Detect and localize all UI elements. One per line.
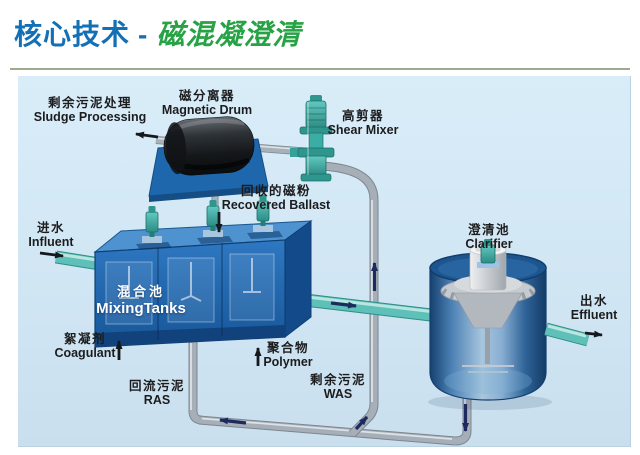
clarifier-en: Clarifier <box>465 237 513 252</box>
arrow-effluent-out <box>584 330 603 338</box>
coagulant-zh: 絮凝剂 <box>63 332 107 346</box>
flow-arrow-ras-left <box>219 417 247 425</box>
clarifier-motor <box>477 239 499 268</box>
magnetic-drum-zh: 磁分离器 <box>178 89 236 103</box>
label-ras: 回流污泥 RAS <box>129 379 185 408</box>
recovered-ballast-en: Recovered Ballast <box>221 198 331 213</box>
label-sludge-processing: 剩余污泥处理 Sludge Processing <box>34 96 147 125</box>
was-zh: 剩余污泥 <box>309 373 367 387</box>
pipe-effluent <box>544 322 590 347</box>
polymer-en: Polymer <box>263 355 313 370</box>
magnetic-drum <box>163 116 255 176</box>
label-coagulant: 絮凝剂 Coagulant <box>54 332 115 361</box>
shear-mixer <box>290 95 335 182</box>
ras-zh: 回流污泥 <box>128 379 186 393</box>
was-en: WAS <box>323 387 353 402</box>
label-mixing-tanks: 混合池 MixingTanks <box>96 284 186 317</box>
mixer-2 <box>203 200 223 237</box>
arrow-influent-in <box>39 251 64 259</box>
title-separator: - <box>138 19 149 50</box>
mixing-tanks-en: MixingTanks <box>96 299 186 317</box>
clarifier-zh: 澄清池 <box>467 223 510 237</box>
flow-arrow-to-clarifier <box>330 301 357 309</box>
magnetic-drum-en: Magnetic Drum <box>161 103 253 118</box>
flow-arrow-was-diagonal <box>354 415 369 431</box>
label-magnetic-drum: 磁分离器 Magnetic Drum <box>162 89 252 118</box>
arrow-sludge-out <box>135 131 159 139</box>
label-influent: 进水 Influent <box>28 221 73 250</box>
pipe-mixing-to-clarifier <box>287 291 457 325</box>
label-polymer: 聚合物 Polymer <box>263 341 312 370</box>
title-underline <box>10 68 630 70</box>
label-clarifier: 澄清池 Clarifier <box>465 223 512 252</box>
recovered-ballast-zh: 回收的磁粉 <box>240 184 312 198</box>
influent-en: Influent <box>28 235 74 250</box>
influent-zh: 进水 <box>36 221 66 235</box>
label-shear-mixer: 高剪器 Shear Mixer <box>328 109 399 138</box>
effluent-zh: 出水 <box>579 294 608 308</box>
label-effluent: 出水 Effluent <box>571 294 618 323</box>
shear-mixer-en: Shear Mixer <box>327 123 399 138</box>
pipe-ras-return <box>188 341 203 425</box>
sludge-processing-zh: 剩余污泥处理 <box>47 96 132 110</box>
sludge-processing-en: Sludge Processing <box>33 110 147 125</box>
mixer-3 <box>253 195 273 232</box>
label-recovered-ballast: 回收的磁粉 Recovered Ballast <box>222 184 330 213</box>
ras-en: RAS <box>143 393 171 408</box>
shear-mixer-zh: 高剪器 <box>341 109 384 123</box>
mixing-tanks-zh: 混合池 <box>116 284 165 299</box>
effluent-en: Effluent <box>570 308 618 323</box>
title-prefix: 核心技术 <box>14 19 131 50</box>
label-was: 剩余污泥 WAS <box>310 373 366 402</box>
polymer-zh: 聚合物 <box>266 341 309 355</box>
mixer-1 <box>142 206 162 243</box>
page-title: 核心技术-磁混凝澄清 <box>14 13 301 53</box>
title-highlight: 磁混凝澄清 <box>156 19 302 50</box>
coagulant-en: Coagulant <box>54 346 116 361</box>
